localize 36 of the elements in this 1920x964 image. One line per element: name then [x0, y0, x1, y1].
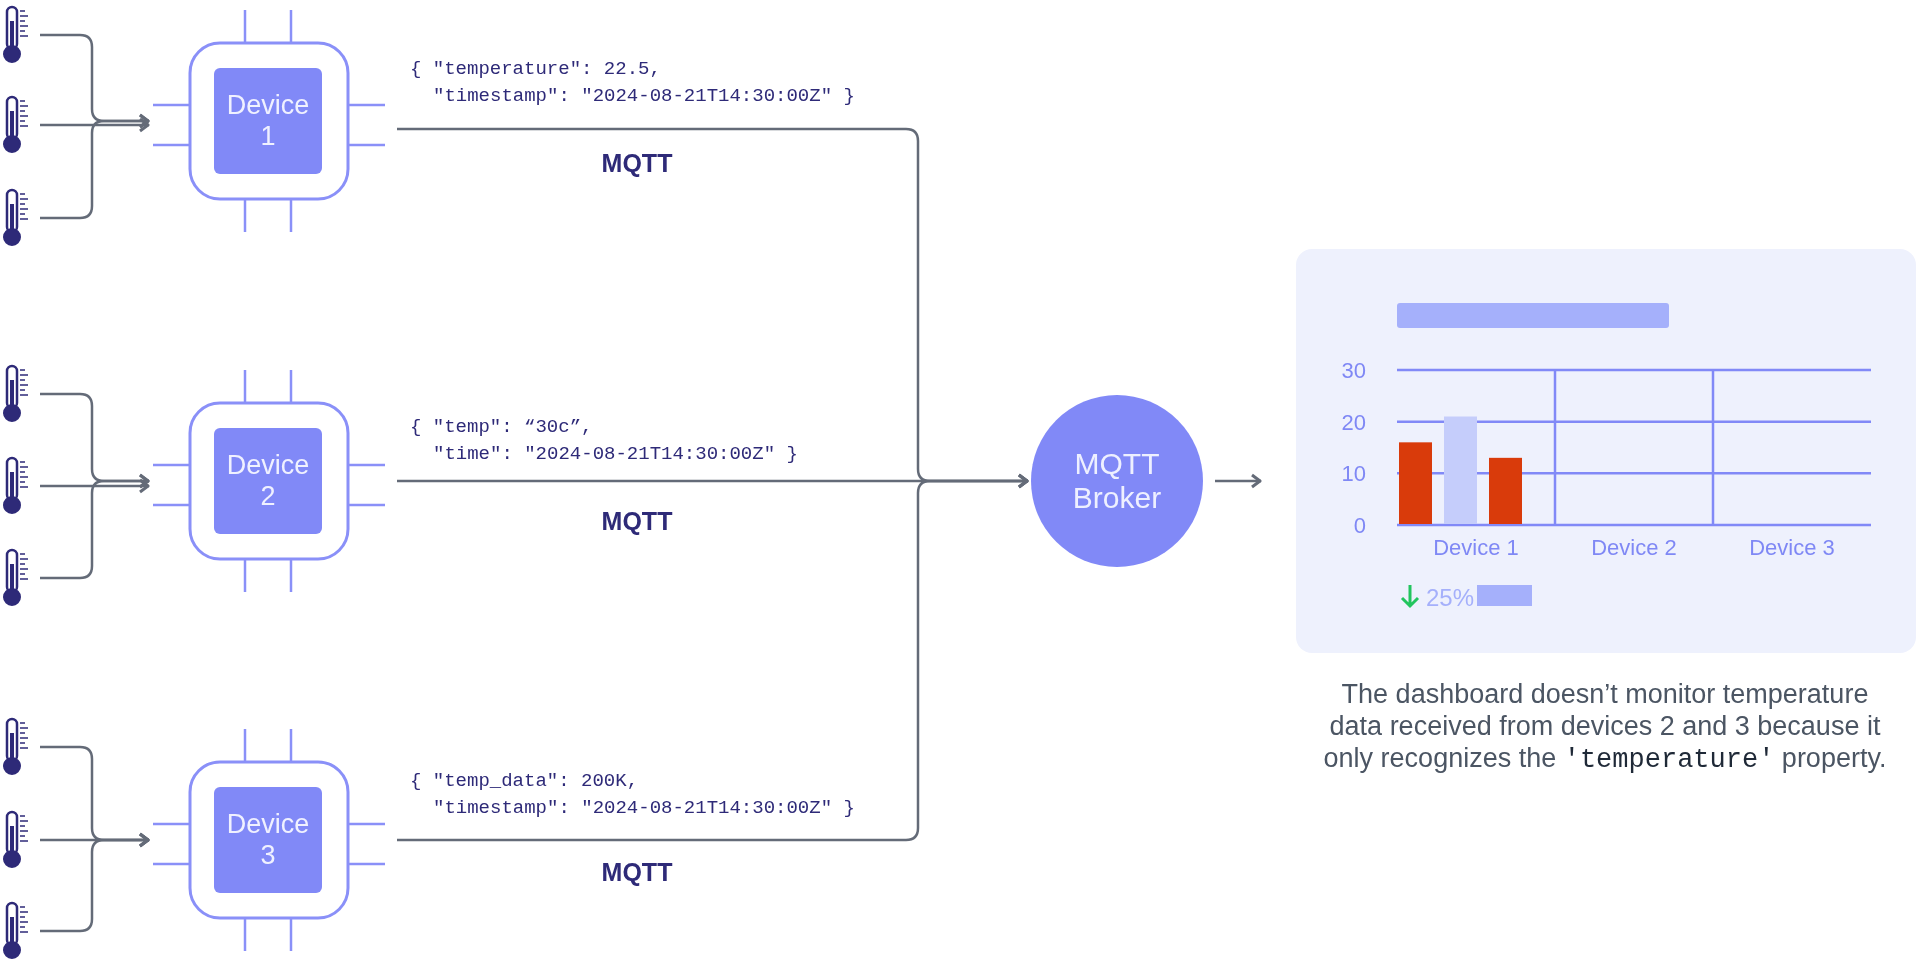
- category-label: Device 3: [1749, 535, 1835, 560]
- json-payload: { "temp": “30c”, "time": "2024-08-21T14:30:00Z" }: [410, 415, 798, 467]
- thermometer-icon: [2, 188, 30, 248]
- thermometer-icon: [2, 364, 30, 424]
- arrow: [397, 473, 1029, 842]
- thermometer-icon: [2, 548, 30, 608]
- thermometer-icon: [2, 901, 30, 961]
- axis-tick-label: 10: [1341, 461, 1366, 487]
- chip-box: [153, 370, 385, 592]
- thermometer-icon: [2, 810, 30, 870]
- arrow: [40, 478, 150, 494]
- thermometer-icon: [2, 95, 30, 155]
- thermometer-icon: [2, 456, 30, 516]
- category-label: Device 2: [1591, 535, 1677, 560]
- json-payload: { "temp_data": 200K, "timestamp": "2024-08-21T14:30:00Z" }: [410, 769, 855, 821]
- device-label: Device 2: [225, 450, 311, 512]
- arrow: [40, 832, 150, 933]
- axis-tick-label: 20: [1341, 409, 1366, 435]
- json-payload: { "temperature": 22.5, "timestamp": "2024-08-21T14:30:00Z" }: [410, 57, 855, 109]
- chip-box: [153, 729, 385, 951]
- thermometer-icon: [2, 5, 30, 65]
- dashboard-panel: [1296, 249, 1916, 653]
- percent-label: 25%: [1426, 583, 1475, 613]
- thermometer-icon: [2, 717, 30, 777]
- axis-tick-label: 30: [1341, 358, 1366, 383]
- arrow: [40, 117, 150, 133]
- device-label: Device 1: [225, 90, 311, 152]
- chip-box: [153, 10, 385, 232]
- category-label: Device 1: [1433, 535, 1519, 560]
- broker-label: MQTT Broker: [1071, 447, 1163, 515]
- axis-tick-label: 0: [1353, 513, 1366, 538]
- arrow: [1215, 473, 1262, 489]
- arrow: [40, 473, 150, 580]
- device-label: Device 3: [225, 809, 311, 871]
- caption-text: The dashboard doesn’t monitor temperature data received from devices 2 and 3 because it only recognizes the 'temperature' property.: [1322, 678, 1888, 776]
- arrow: [40, 113, 150, 220]
